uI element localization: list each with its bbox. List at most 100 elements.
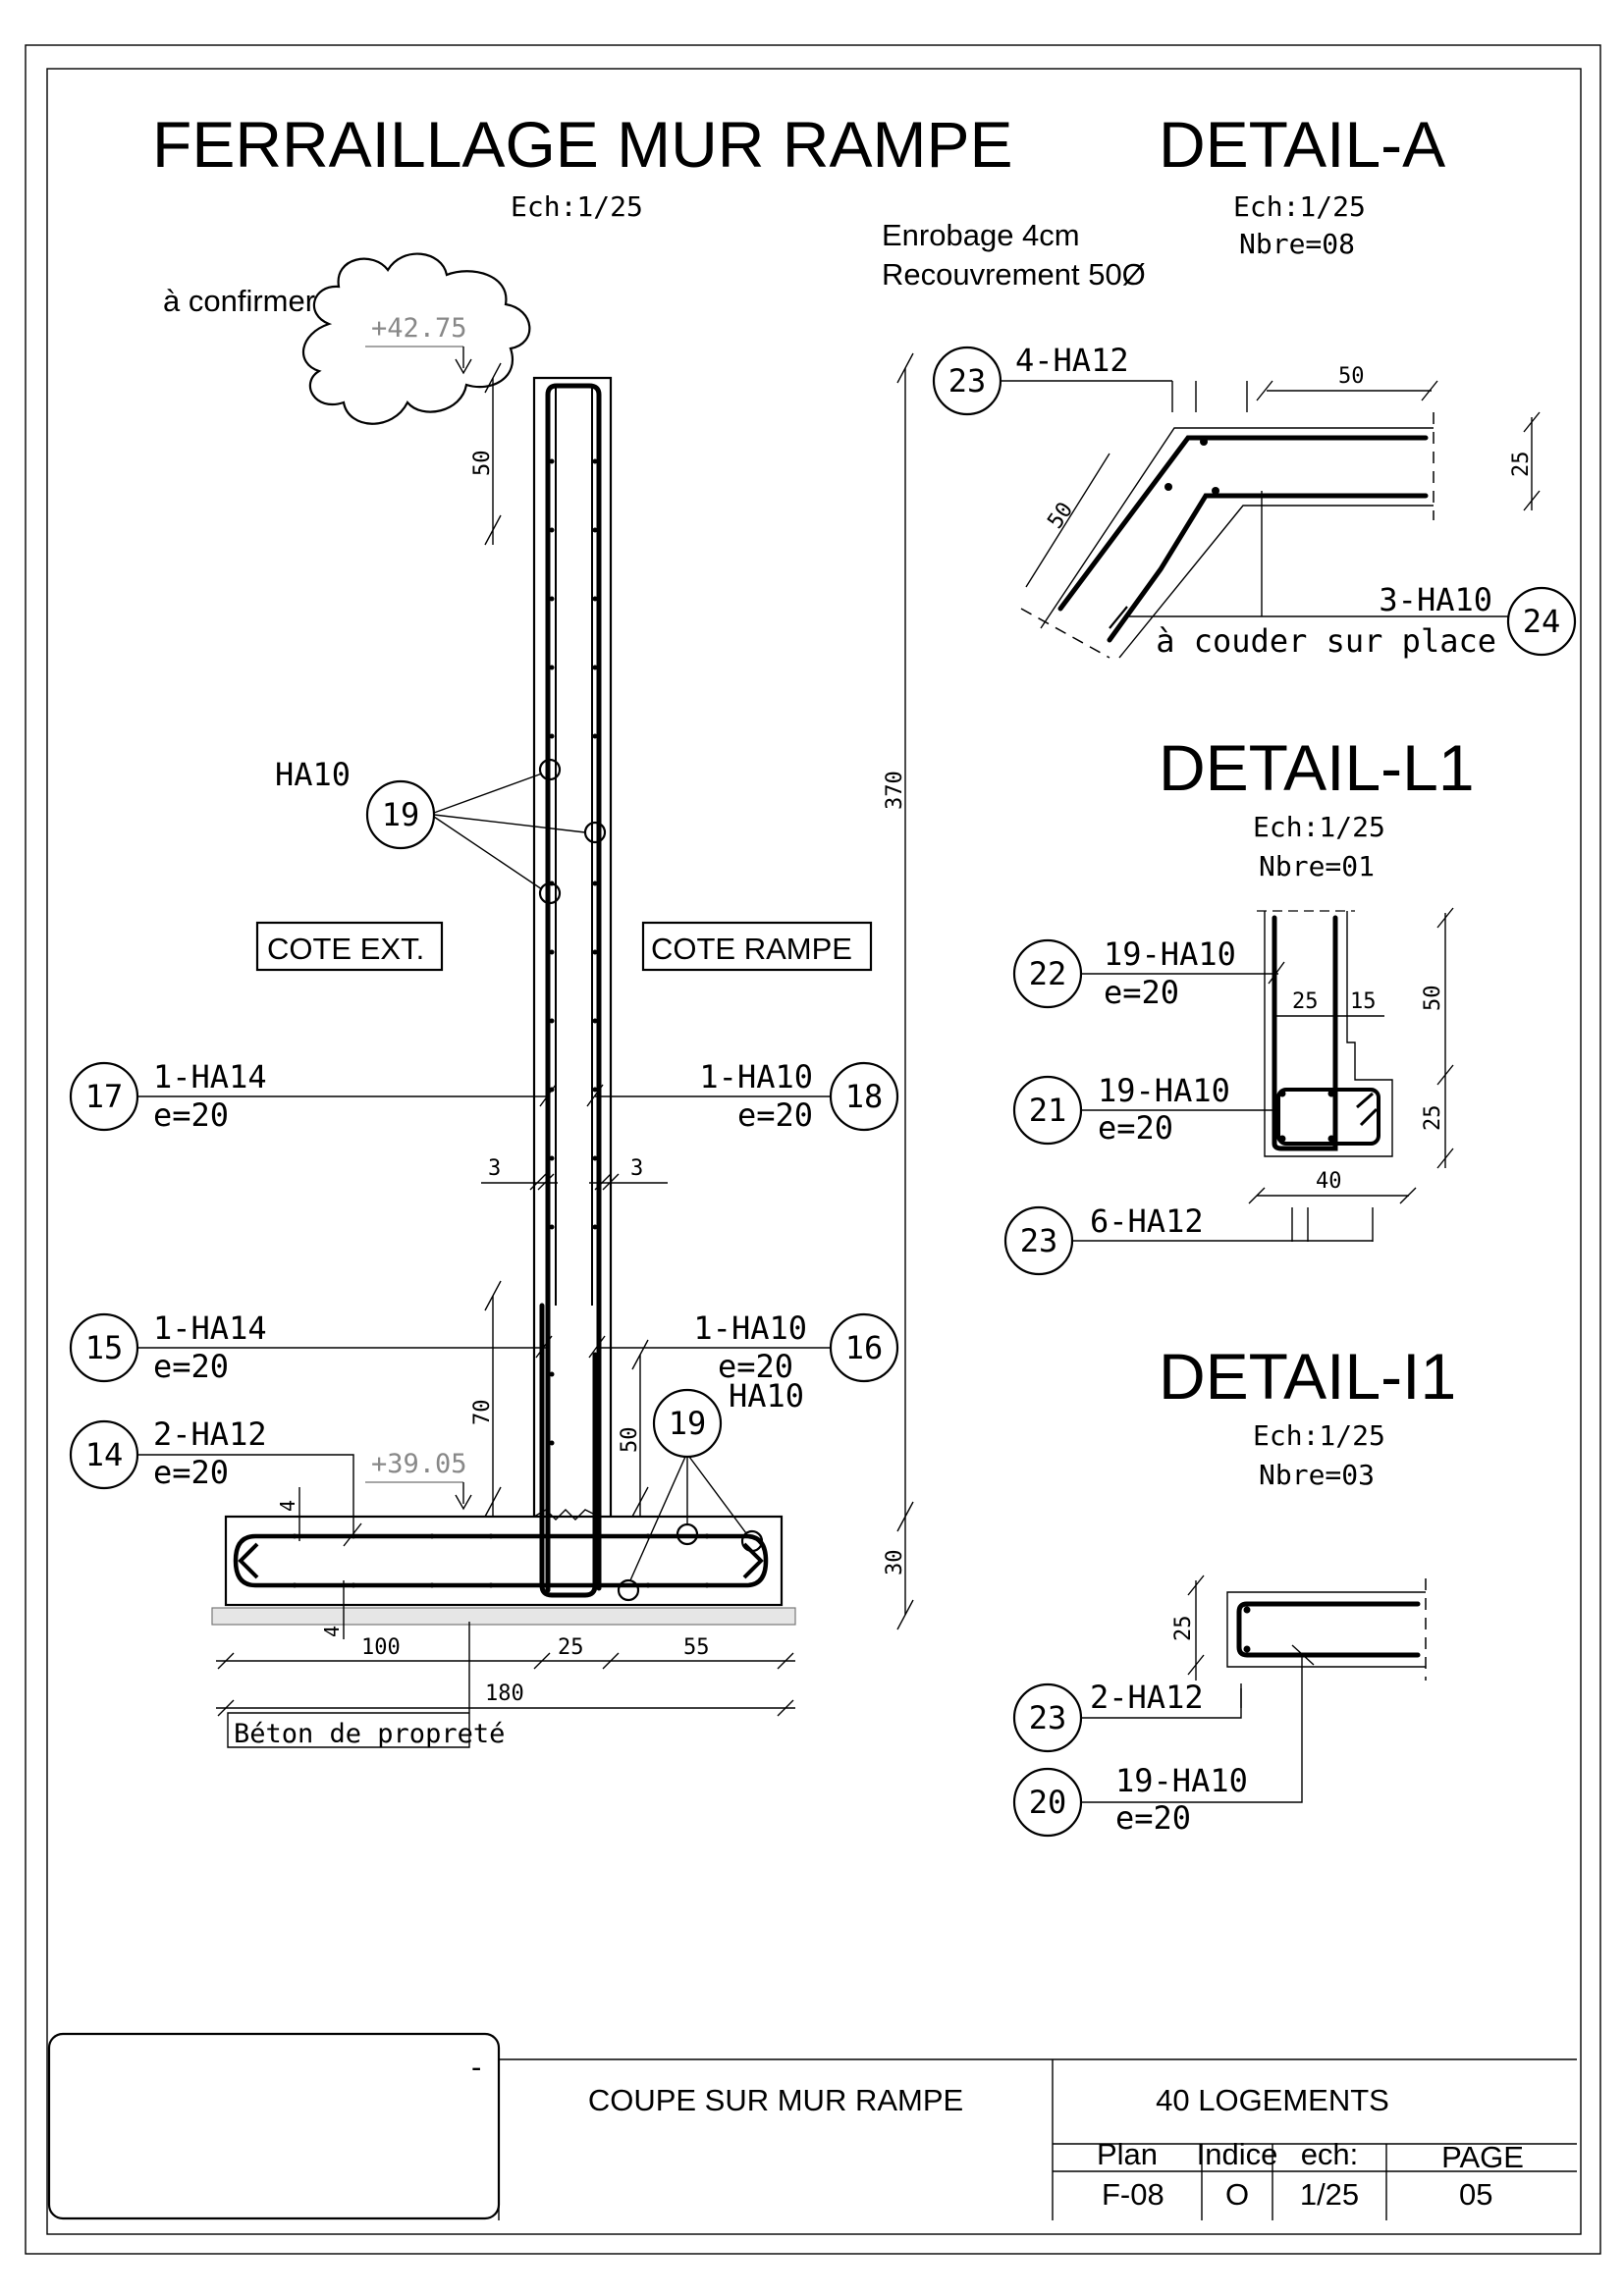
label-box-rampe — [641, 921, 873, 972]
cloud-note: à confirmer — [163, 284, 315, 318]
detail-a-callout-24-num: 24 — [1523, 603, 1561, 640]
detail-i1-dim-h: 25 — [1171, 1616, 1196, 1642]
detail-i1-callout-20-num: 20 — [1029, 1784, 1067, 1821]
detail-l1-dim-width: 40 — [1316, 1169, 1342, 1194]
wall-section — [211, 376, 796, 1626]
detail-i1-callout-23-bar: 2-HA12 — [1090, 1679, 1204, 1716]
dim-lap-50: 50 — [618, 1427, 642, 1454]
callout-19-top-bar: HA10 — [275, 756, 351, 793]
col-plan: Plan — [1097, 2137, 1158, 2171]
callout-15-spacing: e=20 — [153, 1348, 229, 1385]
dim-width-wall: 25 — [558, 1635, 584, 1660]
detail-a-dim-horiz-ticks — [1256, 380, 1438, 401]
callout-16-spacing: e=20 — [718, 1348, 793, 1385]
callout-15-num: 15 — [85, 1329, 124, 1366]
title-block-dash: - — [471, 2050, 481, 2084]
dim-footing-cover-top: 4 — [276, 1500, 299, 1512]
detail-i1-drawing — [1226, 1578, 1427, 1708]
footing-hooks — [238, 1542, 764, 1579]
detail-l1-callout-22-spacing: e=20 — [1104, 974, 1179, 1011]
callout-16-leader — [588, 1335, 831, 1359]
dim-total-height: 370 — [883, 771, 907, 810]
col-ech: ech: — [1301, 2137, 1359, 2171]
level-bottom: +39.05 — [371, 1449, 467, 1479]
detail-a-outline-bottom — [1118, 505, 1434, 659]
detail-a-drawing — [1020, 381, 1435, 659]
detail-i1-callout-23-num: 23 — [1029, 1699, 1067, 1736]
bar-marker-19c — [538, 881, 562, 905]
callout-14-leader — [137, 1454, 362, 1547]
callout-18-spacing: e=20 — [737, 1096, 813, 1134]
detail-l1-dim-h1: 50 — [1421, 986, 1445, 1012]
col-page: PAGE — [1441, 2140, 1524, 2174]
bar-marker-19f — [740, 1529, 764, 1553]
callout-17-num: 17 — [85, 1078, 124, 1115]
dim-width-right: 55 — [683, 1635, 710, 1660]
detail-i1-callout-20-spacing: e=20 — [1115, 1799, 1191, 1837]
dim-footing-cover-bottom: 4 — [320, 1626, 344, 1637]
detail-a-bar-inner — [1107, 493, 1429, 643]
detail-i1-callout-20-bar: 19-HA10 — [1115, 1762, 1248, 1799]
detail-i1-callout-20-leader — [1081, 1644, 1315, 1803]
callout-14-bar: 2-HA12 — [153, 1415, 267, 1453]
detail-a-dim-diag-line — [1025, 453, 1110, 588]
detail-l1-callout-21-num: 21 — [1029, 1092, 1067, 1129]
bar-marker-19b — [583, 821, 607, 844]
footing-rebar — [233, 1533, 769, 1588]
callout-15-bar: 1-HA14 — [153, 1309, 267, 1347]
main-scale: Ech:1/25 — [511, 190, 643, 223]
callout-19-bottom-bar: HA10 — [729, 1377, 804, 1415]
callout-16-num: 16 — [845, 1329, 884, 1366]
revision-cloud — [301, 252, 531, 425]
beton-label-frame — [227, 1622, 470, 1748]
outer-frame — [25, 44, 1601, 2255]
detail-a-outline-top — [1040, 427, 1434, 629]
callout-16-bar: 1-HA10 — [693, 1309, 807, 1347]
detail-a-callout-23-num: 23 — [948, 362, 987, 400]
page-number: 05 — [1459, 2177, 1492, 2212]
detail-l1-callout-21-spacing: e=20 — [1098, 1109, 1173, 1147]
dim-cover-right: 3 — [630, 1156, 643, 1181]
plan-number: F-08 — [1102, 2177, 1164, 2212]
dim-cover-left: 3 — [488, 1156, 501, 1181]
main-title: FERRAILLAGE MUR RAMPE — [152, 108, 1013, 181]
detail-a-dim-diag: 50 — [1043, 498, 1078, 533]
callout-18-bar: 1-HA10 — [699, 1058, 813, 1095]
detail-a-dim-vert: 25 — [1509, 452, 1534, 478]
callout-14-spacing: e=20 — [153, 1454, 229, 1491]
detail-i1-scale: Ech:1/25 — [1253, 1419, 1385, 1452]
drawing-title: COUPE SUR MUR RAMPE — [588, 2083, 963, 2117]
level-top: +42.75 — [371, 313, 467, 344]
detail-l1-callout-22-num: 22 — [1029, 955, 1067, 992]
level-top-arrow — [455, 347, 472, 375]
detail-a-count: Nbre=08 — [1239, 228, 1355, 260]
callout-15-leader — [137, 1335, 553, 1359]
wall-dimensions: 50 370 30 70 50 3 3 4 4 100 25 55 180 — [216, 352, 914, 1717]
ech-value: 1/25 — [1300, 2177, 1359, 2212]
detail-l1-callout-21-bar: 19-HA10 — [1098, 1072, 1230, 1109]
callout-18-num: 18 — [845, 1078, 884, 1115]
note-enrobage: Enrobage 4cm — [882, 218, 1080, 252]
inner-frame — [46, 68, 1582, 2235]
detail-l1-callout-22-bar: 19-HA10 — [1104, 935, 1236, 973]
detail-a-dim-horiz: 50 — [1338, 364, 1365, 389]
note-recouvrement: Recouvrement 50Ø — [882, 257, 1146, 292]
detail-a-title: DETAIL-A — [1159, 108, 1445, 181]
construction-joint — [533, 1509, 600, 1521]
dim-top-lap: 50 — [470, 451, 495, 477]
detail-a-dim-vert-ticks — [1523, 411, 1541, 511]
callout-14-num: 14 — [85, 1436, 124, 1473]
callout-19-top-leaders — [433, 773, 586, 890]
dim-width-total: 180 — [485, 1682, 524, 1706]
detail-i1-title: DETAIL-I1 — [1159, 1340, 1456, 1413]
wall-rebar-cage — [545, 383, 602, 1593]
level-bottom-arrow — [455, 1482, 472, 1511]
col-indice: Indice — [1197, 2137, 1278, 2171]
detail-l1-title: DETAIL-L1 — [1159, 731, 1475, 804]
starter-bars — [539, 1303, 598, 1598]
detail-l1-drawing — [1257, 910, 1393, 1242]
detail-l1-callout-23-num: 23 — [1020, 1222, 1058, 1259]
detail-a-callout-24-note: à couder sur place — [1156, 622, 1496, 660]
